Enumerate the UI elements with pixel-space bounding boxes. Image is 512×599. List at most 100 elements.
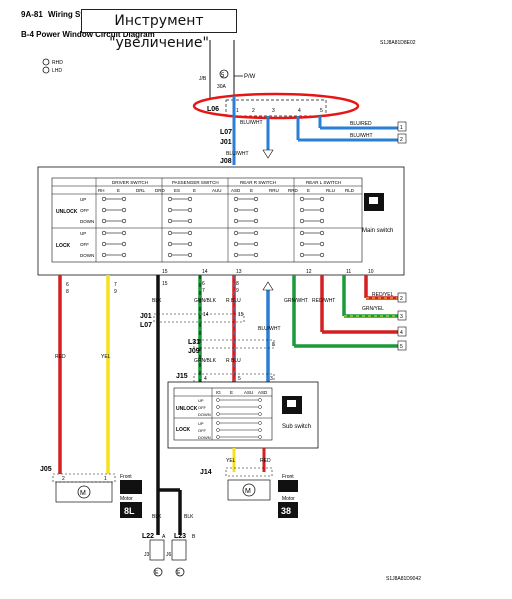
pin-15: 15 [162,281,168,287]
label-j6: J6 [166,552,172,558]
ss-row-2: DOWN [198,412,211,417]
ms-pin-0: 15 [162,269,168,275]
pin-14: 14 [203,312,209,318]
ref-3: 5 [400,344,403,350]
contact-dot [319,230,325,236]
yel-ref-7: 7 [114,282,117,288]
svg-text:M: M [245,488,251,495]
ms-col-7: ASD [231,188,241,193]
grn-ref-7: 7 [202,288,205,294]
pin-3: 3 [270,376,273,382]
contact-dot [167,218,173,224]
section-title: Wiring Sy [48,10,85,19]
sub-switch-name: Sub switch [282,424,311,430]
contact-dot [233,207,239,213]
contact-dot [299,218,305,224]
label-red-right: RED [260,458,271,464]
ground-1: E [155,570,159,576]
sub-switch-box [167,381,319,449]
ss-col-0: IG [216,390,221,395]
ms-pin-3: 12 [306,269,312,275]
contact-dot [101,252,107,258]
main-switch-name: Main switch [362,228,393,234]
ss-contact-dot [216,435,220,439]
contact-dot [121,230,127,236]
motor-icon-left [77,485,91,499]
contact-dot [233,196,239,202]
label-l23: L23 [174,533,186,540]
ref-box-2 [397,326,407,337]
contact-dot [101,241,107,247]
label-grn-yel: GRN/YEL [362,306,384,312]
label-blu-wht: BLU/WHT [350,133,373,139]
ref-top-1: 1 [400,125,403,131]
label-blk: BLK [152,298,162,304]
contact-dot [319,252,325,258]
svg-text:M: M [80,490,86,497]
ms-col-3: DRD [155,188,165,193]
label-j3: J3 [144,552,150,558]
contact-dot [121,218,127,224]
label-l22: L22 [142,533,154,540]
contact-dot [299,230,305,236]
contact-dot [187,230,193,236]
l06-pin-3: 3 [272,108,275,114]
ss-contact-dot [216,412,220,416]
legend-lhd: LHD [52,68,62,74]
pin-5: 5 [238,376,241,382]
contact-dot [121,196,127,202]
label-blu-wht-2: BLU/WHT [240,120,263,126]
fuse-icon [219,69,229,79]
fuse-amp: 30A [217,84,227,90]
legend-rhd: RHD [52,60,63,66]
ref-0: 2 [400,296,403,302]
pin-a: A [162,534,166,540]
sub-switch-contacts [216,398,262,439]
contact-dot [167,196,173,202]
ground-2: E [177,570,181,576]
contact-dot [187,252,193,258]
ref-1: 3 [400,314,403,320]
ms-col-1: E [117,188,120,193]
ref-2: 4 [400,330,403,336]
label-blu-wht-3: BLU/WHT [226,151,249,157]
ss-col-3: ASD [258,390,268,395]
label-blu-wht-center: BLU/WHT [258,326,281,332]
ms-col-11: E [307,188,310,193]
contact-dot [319,196,325,202]
contact-dot [187,218,193,224]
ss-contact-dot [258,398,262,402]
contact-dot [167,207,173,213]
ms-pin-4: 11 [346,269,351,275]
red-ref-6: 6 [66,282,69,288]
ss-col-1: E [230,390,233,395]
jb-label: J/B [199,76,207,82]
label-red-yel: RED/YEL [372,292,394,298]
motor-icon-right [242,483,256,497]
label-j08: J08 [220,158,232,165]
arrow-down-icon [262,149,274,159]
ms-col-5: E [193,188,196,193]
group-passenger: PASSENGER SWITCH [172,180,219,185]
ms-row-1: OFF [80,208,89,213]
label-j09: J09 [188,348,200,355]
ms-col-4: ES [174,188,180,193]
ss-row-group-lock: LOCK [176,427,191,433]
contact-dot [101,196,107,202]
ss-row-3: UP [198,421,204,426]
ms-col-2: DRL [136,188,145,193]
contact-dot [167,252,173,258]
contact-dot [299,196,305,202]
contact-dot [167,241,173,247]
contact-dot [233,230,239,236]
left-motor-box [55,481,113,503]
left-motor-sub: Motor [120,496,133,502]
contact-dot [101,230,107,236]
fuse-number: 5 [221,73,225,79]
label-l07-top: L07 [220,129,232,136]
